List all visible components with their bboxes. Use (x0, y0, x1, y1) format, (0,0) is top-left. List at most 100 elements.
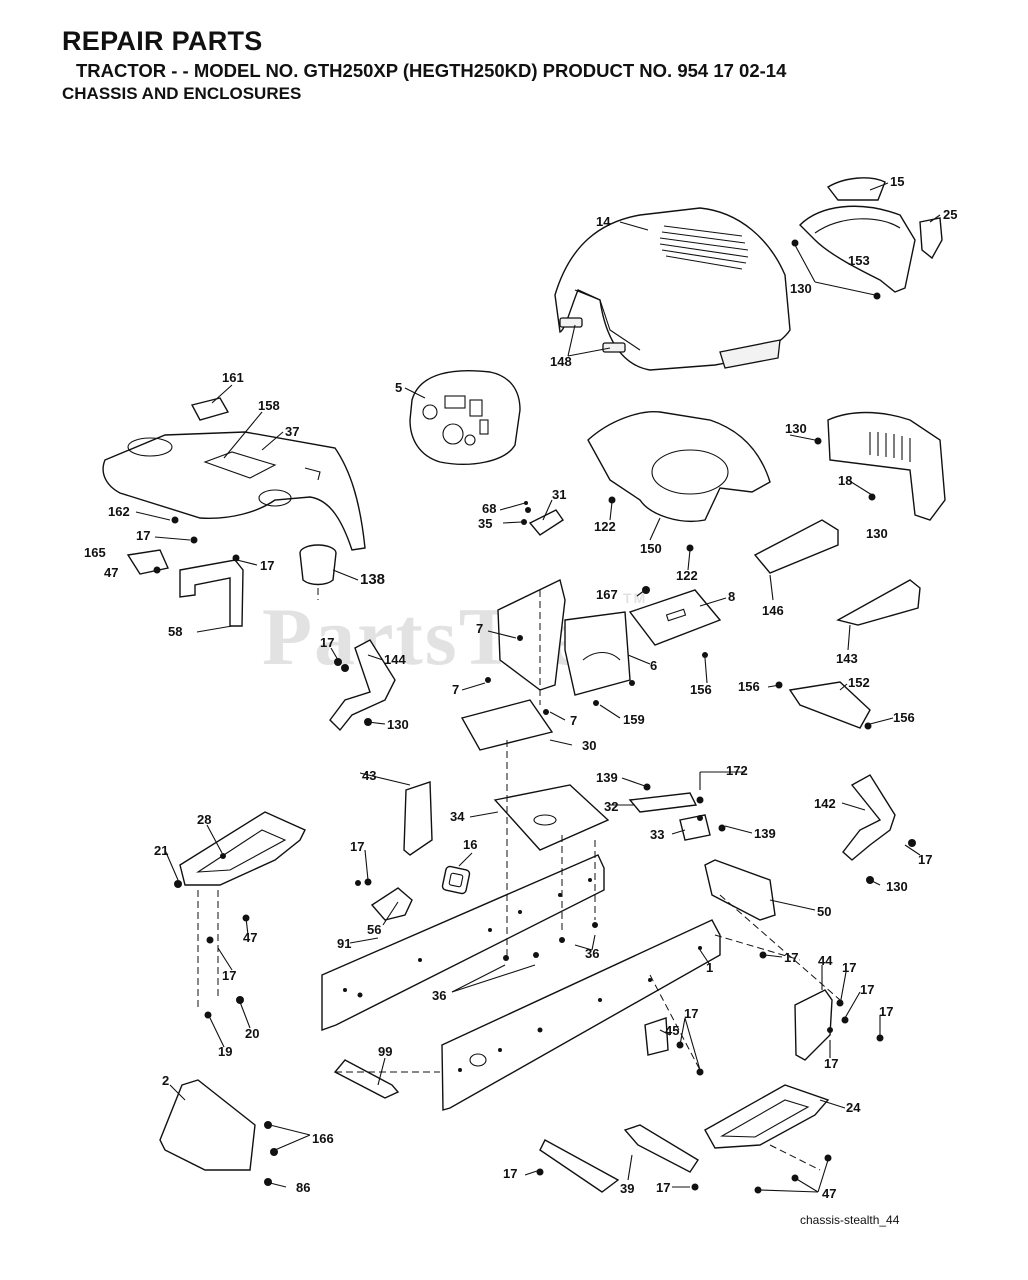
panel-part-146[interactable] (753, 519, 839, 574)
callout-162[interactable]: 162 (108, 504, 130, 519)
bracket-part-31[interactable] (528, 509, 564, 536)
bracket-part-45[interactable] (644, 1017, 669, 1056)
callout-167[interactable]: 167 (596, 587, 618, 602)
callout-144[interactable]: 144 (384, 652, 406, 667)
callout-150[interactable]: 150 (640, 541, 662, 556)
callout-20[interactable]: 20 (245, 1026, 259, 1041)
callout-34[interactable]: 34 (450, 809, 465, 824)
callout-37[interactable]: 37 (285, 424, 299, 439)
callout-33[interactable]: 33 (650, 827, 664, 842)
callout-17[interactable]: 17 (503, 1166, 517, 1181)
callout-166[interactable]: 166 (312, 1131, 334, 1146)
callout-5[interactable]: 5 (395, 380, 402, 395)
callout-17[interactable]: 17 (879, 1004, 893, 1019)
callout-1[interactable]: 1 (706, 960, 713, 975)
bracket-part-56[interactable] (370, 887, 413, 921)
callout-32[interactable]: 32 (604, 799, 618, 814)
callout-17[interactable]: 17 (784, 950, 798, 965)
callout-17[interactable]: 17 (350, 839, 364, 854)
bracket-part-43[interactable] (403, 781, 433, 856)
seat-pan-part-150[interactable] (587, 411, 771, 522)
callout-47[interactable]: 47 (104, 565, 118, 580)
callout-139[interactable]: 139 (596, 770, 618, 785)
callout-24[interactable]: 24 (846, 1100, 861, 1115)
callout-43[interactable]: 43 (362, 768, 376, 783)
callout-152[interactable]: 152 (848, 675, 870, 690)
callout-158[interactable]: 158 (258, 398, 280, 413)
callout-91[interactable]: 91 (337, 936, 351, 951)
bracket-part-165[interactable] (126, 549, 169, 575)
callout-156[interactable]: 156 (690, 682, 712, 697)
frame-rail-part-1[interactable] (441, 919, 721, 1111)
callout-17[interactable]: 17 (656, 1180, 670, 1195)
seat-switch-part-161[interactable] (190, 397, 230, 421)
cup-holder-part-138[interactable] (299, 544, 337, 586)
callout-156[interactable]: 156 (893, 710, 915, 725)
callout-7[interactable]: 7 (476, 621, 483, 636)
callout-30[interactable]: 30 (582, 738, 596, 753)
callout-99[interactable]: 99 (378, 1044, 392, 1059)
callout-17[interactable]: 17 (842, 960, 856, 975)
plate-part-34[interactable] (493, 784, 610, 851)
callout-86[interactable]: 86 (296, 1180, 310, 1195)
callout-31[interactable]: 31 (552, 487, 566, 502)
callout-17[interactable]: 17 (222, 968, 236, 983)
callout-36[interactable]: 36 (432, 988, 446, 1003)
callout-130[interactable]: 130 (790, 281, 812, 296)
callout-122[interactable]: 122 (594, 519, 616, 534)
callout-16[interactable]: 16 (463, 837, 477, 852)
callout-35[interactable]: 35 (478, 516, 492, 531)
callout-172[interactable]: 172 (726, 763, 748, 778)
bracket-part-50[interactable] (704, 859, 776, 921)
callout-7[interactable]: 7 (452, 682, 459, 697)
callout-36[interactable]: 36 (585, 946, 599, 961)
callout-21[interactable]: 21 (154, 843, 168, 858)
callout-146[interactable]: 146 (762, 603, 784, 618)
bracket-part-39[interactable] (539, 1124, 699, 1193)
callout-17[interactable]: 17 (320, 635, 334, 650)
callout-15[interactable]: 15 (890, 174, 904, 189)
panel-part-143[interactable] (836, 579, 921, 626)
callout-153[interactable]: 153 (848, 253, 870, 268)
footrest-part-24[interactable] (704, 1084, 830, 1149)
callout-47[interactable]: 47 (243, 930, 257, 945)
callout-122[interactable]: 122 (676, 568, 698, 583)
rod-part-99[interactable] (333, 1059, 400, 1099)
bracket-part-33[interactable] (679, 814, 711, 841)
cover-part-152[interactable] (788, 681, 871, 729)
dash-support-part-6[interactable] (497, 578, 631, 696)
callout-130[interactable]: 130 (785, 421, 807, 436)
callout-17[interactable]: 17 (136, 528, 150, 543)
callout-56[interactable]: 56 (367, 922, 381, 937)
callout-6[interactable]: 6 (650, 658, 657, 673)
callout-17[interactable]: 17 (260, 558, 274, 573)
cap-part-25[interactable] (919, 217, 943, 260)
callout-45[interactable]: 45 (665, 1023, 679, 1038)
bracket-part-44[interactable] (794, 989, 833, 1061)
callout-8[interactable]: 8 (728, 589, 735, 604)
footrest-part-28[interactable] (179, 811, 306, 886)
callout-161[interactable]: 161 (222, 370, 244, 385)
callout-139[interactable]: 139 (754, 826, 776, 841)
callout-142[interactable]: 142 (814, 796, 836, 811)
callout-17[interactable]: 17 (684, 1006, 698, 1021)
dash-shroud-part-18[interactable] (827, 411, 946, 521)
callout-17[interactable]: 17 (860, 982, 874, 997)
frame-rail-part-91[interactable] (321, 854, 605, 1031)
callout-130[interactable]: 130 (866, 526, 888, 541)
bracket-part-58[interactable] (179, 559, 244, 627)
callout-14[interactable]: 14 (596, 214, 611, 229)
dash-plate-part-8[interactable] (628, 589, 722, 646)
callout-148[interactable]: 148 (550, 354, 572, 369)
callout-39[interactable]: 39 (620, 1181, 634, 1196)
callout-165[interactable]: 165 (84, 545, 106, 560)
callout-68[interactable]: 68 (482, 501, 496, 516)
dash-panel-part-5[interactable] (409, 369, 521, 465)
callout-130[interactable]: 130 (886, 879, 908, 894)
callout-143[interactable]: 143 (836, 651, 858, 666)
lens-part-15[interactable] (826, 177, 886, 201)
bracket-part-142[interactable] (842, 774, 896, 861)
bracket-part-2[interactable] (159, 1079, 256, 1171)
callout-138[interactable]: 138 (360, 571, 385, 588)
callout-159[interactable]: 159 (623, 712, 645, 727)
